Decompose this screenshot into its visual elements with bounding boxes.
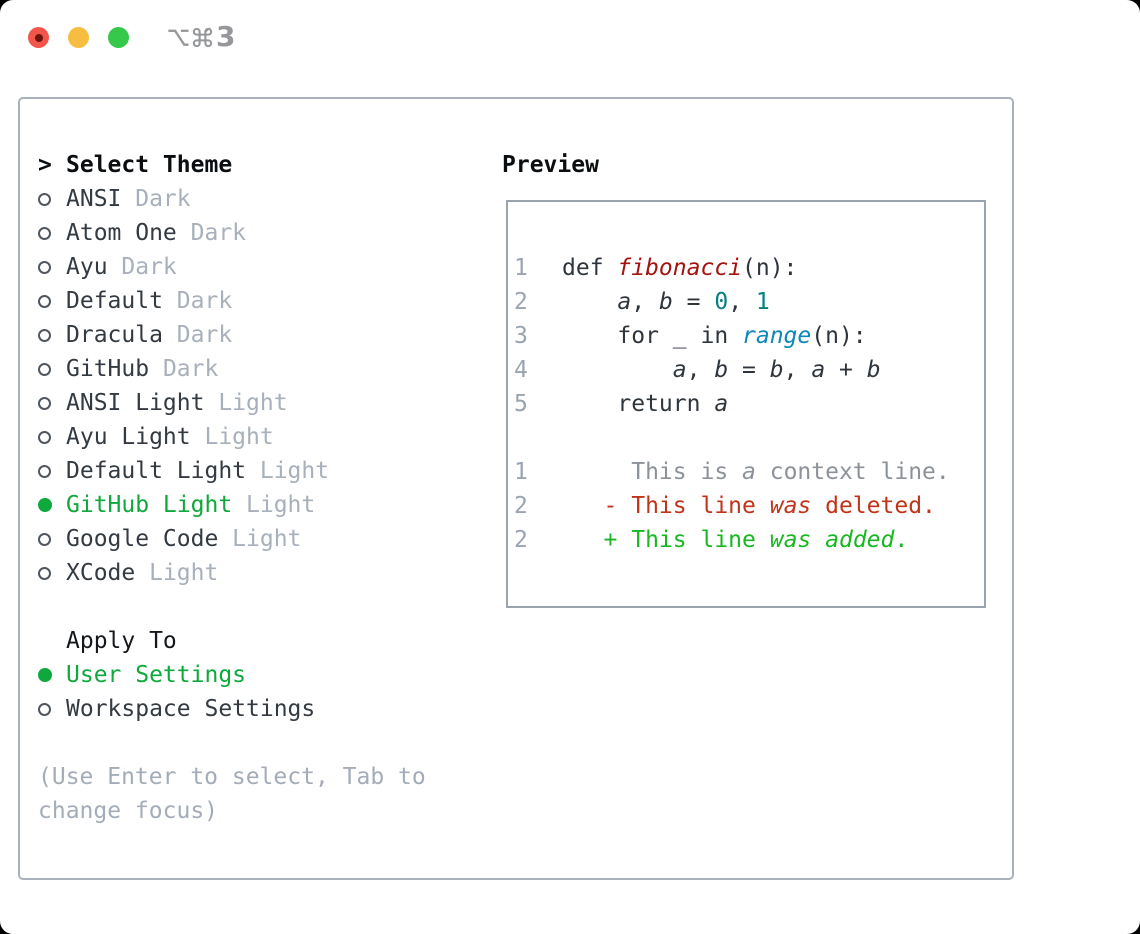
theme-option-google-code[interactable]: Google Code Light <box>38 522 478 556</box>
line-number: 2 <box>514 493 528 519</box>
apply-option-label: Workspace Settings <box>66 696 316 722</box>
code-line: 2 + This line was added. <box>514 527 909 553</box>
line-number: 4 <box>514 357 528 383</box>
theme-variant-badge: Light <box>232 526 302 552</box>
theme-variant-badge: Light <box>246 492 316 518</box>
radio-icon <box>38 396 66 410</box>
theme-variant-badge: Dark <box>162 356 219 382</box>
option-key-icon <box>166 26 189 49</box>
theme-name: GitHub Light <box>66 492 233 518</box>
window-shortcut: 3 <box>166 22 235 52</box>
theme-name: ANSI Light <box>66 390 205 416</box>
theme-option-ansi[interactable]: ANSI Dark <box>38 182 478 216</box>
theme-name: XCode <box>66 560 136 586</box>
theme-option-default[interactable]: Default Dark <box>38 284 478 318</box>
prompt-icon: > <box>38 152 52 178</box>
theme-option-default-light[interactable]: Default Light Light <box>38 454 478 488</box>
traffic-lights <box>28 27 129 48</box>
theme-option-dracula[interactable]: Dracula Dark <box>38 318 478 352</box>
radio-icon <box>38 226 66 240</box>
close-dot-icon <box>34 33 43 42</box>
help-line: change focus) <box>38 798 219 824</box>
line-number: 5 <box>514 391 528 417</box>
theme-variant-badge: Light <box>149 560 219 586</box>
radio-icon <box>38 532 66 546</box>
theme-name: ANSI <box>66 186 122 212</box>
code-line: 2 - This line was deleted. <box>514 493 936 519</box>
theme-option-atom-one[interactable]: Atom One Dark <box>38 216 478 250</box>
spacer <box>38 726 478 760</box>
radio-icon <box>38 260 66 274</box>
theme-variant-badge: Light <box>218 390 288 416</box>
radio-icon <box>38 566 66 580</box>
theme-option-ayu-light[interactable]: Ayu Light Light <box>38 420 478 454</box>
theme-name: Dracula <box>66 322 163 348</box>
radio-icon <box>38 702 66 716</box>
apply-option-user-settings[interactable]: User Settings <box>38 658 478 692</box>
code-line: 4 a, b = b, a + b <box>514 357 881 383</box>
radio-icon <box>38 192 66 206</box>
select-theme-header-row: > Select Theme <box>38 148 478 182</box>
theme-name: Default Light <box>66 458 247 484</box>
theme-variant-badge: Light <box>259 458 330 484</box>
zoom-button[interactable] <box>108 27 129 48</box>
theme-variant-badge: Light <box>204 424 274 450</box>
close-button[interactable] <box>28 27 49 48</box>
theme-variant-badge: Dark <box>176 322 233 348</box>
select-theme-title: Select Theme <box>66 152 233 178</box>
theme-option-github-light[interactable]: GitHub Light Light <box>38 488 478 522</box>
theme-variant-badge: Dark <box>176 288 233 314</box>
minimize-button[interactable] <box>68 27 89 48</box>
help-text: (Use Enter to select, Tab to change focus… <box>38 760 478 828</box>
line-number: 1 <box>514 459 528 485</box>
spacer <box>38 590 478 624</box>
theme-name: Ayu <box>66 254 108 280</box>
selected-radio-icon <box>38 668 66 682</box>
titlebar: 3 <box>0 0 1140 74</box>
theme-option-ansi-light[interactable]: ANSI Light Light <box>38 386 478 420</box>
selected-radio-icon <box>38 498 66 512</box>
apply-option-workspace-settings[interactable]: Workspace Settings <box>38 692 478 726</box>
apply-to-header-row: Apply To <box>38 624 478 658</box>
radio-icon <box>38 362 66 376</box>
theme-variant-badge: Dark <box>121 254 177 280</box>
theme-variant-badge: Dark <box>190 220 247 246</box>
code-line <box>514 421 984 455</box>
code-line: 3 for _ in range(n): <box>514 323 867 349</box>
theme-option-xcode[interactable]: XCode Light <box>38 556 478 590</box>
theme-name: Default <box>66 288 163 314</box>
code-line: 1 This is a context line. <box>514 459 950 485</box>
apply-option-label: User Settings <box>66 662 247 688</box>
help-line: (Use Enter to select, Tab to <box>38 764 426 790</box>
theme-name: Atom One <box>66 220 177 246</box>
theme-name: GitHub <box>66 356 150 382</box>
theme-name: Ayu Light <box>66 424 191 450</box>
preview-title: Preview <box>502 152 599 178</box>
command-key-icon <box>191 26 214 49</box>
theme-variant-badge: Dark <box>135 186 191 212</box>
line-number: 3 <box>514 323 528 349</box>
line-number: 2 <box>514 289 528 315</box>
line-number: 2 <box>514 527 528 553</box>
radio-icon <box>38 430 66 444</box>
theme-option-ayu[interactable]: Ayu Dark <box>38 250 478 284</box>
theme-option-github[interactable]: GitHub Dark <box>38 352 478 386</box>
radio-icon <box>38 294 66 308</box>
line-number: 1 <box>514 255 528 281</box>
code-line: 2 a, b = 0, 1 <box>514 289 770 315</box>
code-line: 5 return a <box>514 391 729 417</box>
radio-icon <box>38 328 66 342</box>
shortcut-number: 3 <box>216 20 236 53</box>
apply-to-title: Apply To <box>66 628 177 654</box>
radio-icon <box>38 464 66 478</box>
theme-name: Google Code <box>66 526 219 552</box>
